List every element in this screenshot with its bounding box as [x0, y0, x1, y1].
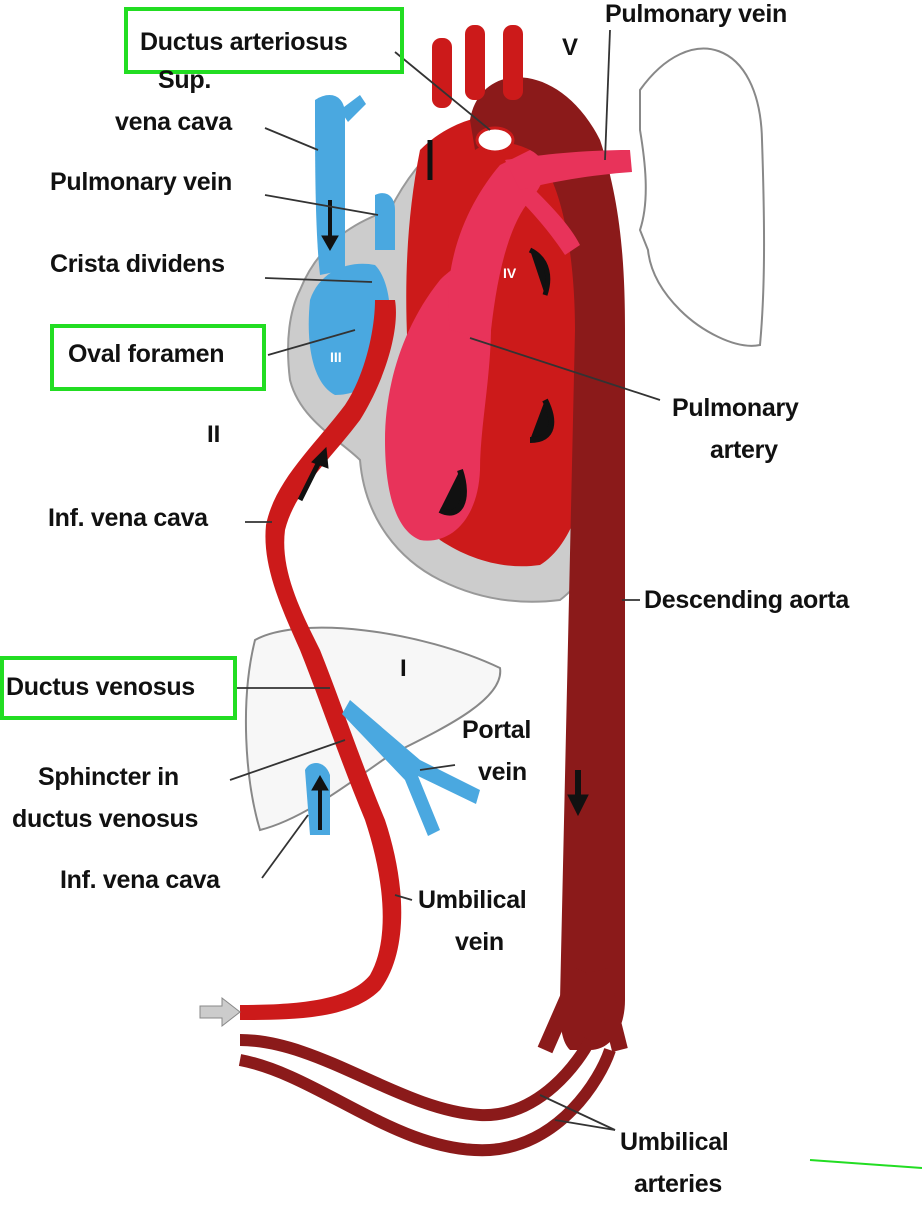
aortic-branch-3	[503, 25, 523, 100]
label-umbilical-vein-1: Umbilical	[418, 886, 526, 914]
region-numeral-i: I	[400, 655, 407, 682]
label-inf-vena-cava-lower: Inf. vena cava	[60, 866, 221, 894]
label-pulmonary-artery-1: Pulmonary	[672, 394, 799, 422]
label-pulmonary-vein-left: Pulmonary vein	[50, 168, 232, 196]
label-portal-vein-2: vein	[478, 758, 527, 786]
pulmonary-vein-left-vessel	[375, 193, 395, 250]
label-pulmonary-artery-2: artery	[710, 436, 778, 464]
lung-outline	[640, 49, 764, 346]
label-umbilical-arteries-2: arteries	[634, 1170, 722, 1198]
region-numeral-iii: III	[330, 349, 342, 365]
label-ductus-arteriosus: Ductus arteriosus	[140, 28, 347, 56]
region-numeral-iv: IV	[503, 265, 517, 281]
label-umbilical-vein-2: vein	[455, 928, 504, 956]
lower-ivc-vessel	[305, 763, 330, 835]
label-descending-aorta: Descending aorta	[644, 586, 850, 614]
label-sphincter-1: Sphincter in	[38, 763, 179, 791]
umbilical-inflow-arrow	[200, 998, 240, 1026]
label-crista-dividens: Crista dividens	[50, 250, 225, 278]
label-oval-foramen: Oval foramen	[68, 340, 224, 368]
label-inf-vena-cava-upper: Inf. vena cava	[48, 504, 209, 532]
region-numeral-ii: II	[207, 421, 220, 448]
aortic-branch-2	[465, 25, 485, 100]
label-pulmonary-vein-top: Pulmonary vein	[605, 0, 787, 28]
label-umbilical-arteries-1: Umbilical	[620, 1128, 728, 1156]
ductus-arteriosus-vessel	[477, 128, 513, 152]
label-sphincter-2: ductus venosus	[12, 805, 198, 833]
green-stray-line	[810, 1160, 922, 1168]
label-portal-vein-1: Portal	[462, 716, 531, 744]
region-numeral-v: V	[562, 34, 578, 61]
label-sup-vena-cava-1: Sup.	[158, 66, 211, 94]
label-sup-vena-cava-2: vena cava	[115, 108, 233, 136]
label-ductus-venosus: Ductus venosus	[6, 673, 195, 701]
